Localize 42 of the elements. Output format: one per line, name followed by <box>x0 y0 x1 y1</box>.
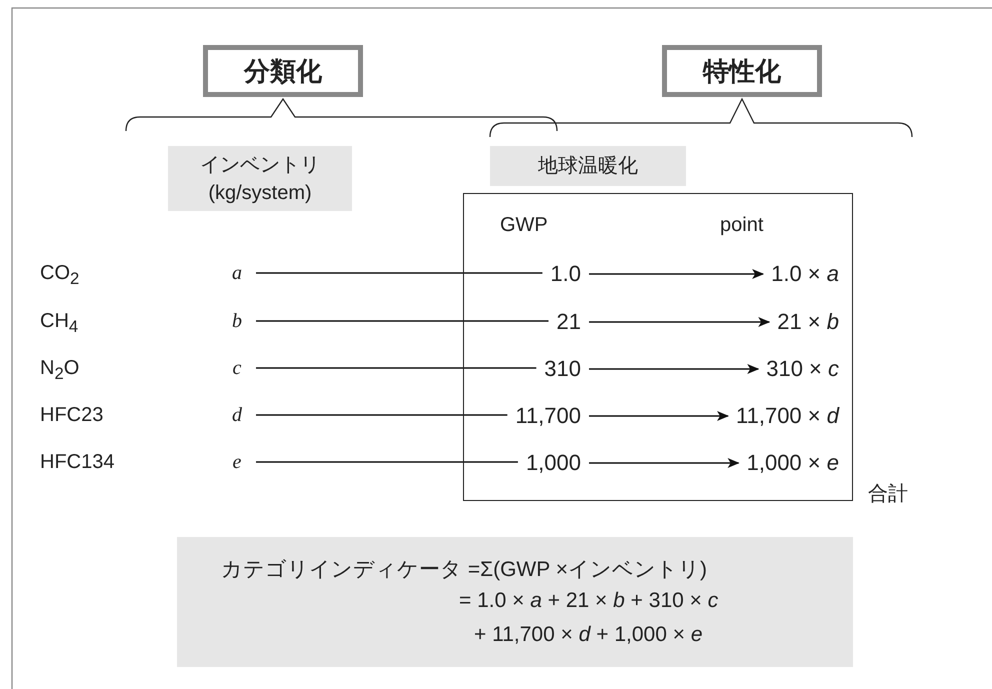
point-value: 21 × b <box>777 308 839 336</box>
gas-name: CH$_{4}$ <box>40 309 78 338</box>
connector-line <box>256 320 549 322</box>
point-value: 1.0 × a <box>771 260 839 288</box>
formula-line: = 1.0 × a + 21 × b + 310 × c <box>459 589 718 613</box>
arrow <box>589 364 760 374</box>
inventory-variable: d <box>226 401 248 429</box>
connector-line <box>256 461 518 463</box>
point-value: 1,000 × e <box>746 449 839 477</box>
formula-box <box>177 537 853 667</box>
arrow <box>589 317 770 327</box>
arrow <box>589 458 740 468</box>
gwp-value: 11,700 <box>515 402 581 430</box>
category-box: 特性化 <box>662 45 822 97</box>
gas-name: CO$_{2}$ <box>40 261 80 290</box>
inventory-variable: c <box>226 354 248 382</box>
formula-line: カテゴリインディケータ =Σ(GWP ×インベントリ) <box>221 557 707 583</box>
column-header-box: 地球温暖化 <box>490 146 686 186</box>
inventory-variable: e <box>226 448 248 476</box>
formula-line: + 11,700 × d + 1,000 × e <box>474 623 702 647</box>
connector-line <box>256 414 508 416</box>
gwp-value: 1.0 <box>550 260 581 288</box>
category-box: 分類化 <box>203 45 363 97</box>
arrow <box>589 411 730 421</box>
point-value: 11,700 × d <box>736 402 839 430</box>
column-header-box: インベントリ (kg/system) <box>168 146 352 211</box>
total-label: 合計 <box>868 482 908 507</box>
gas-name: N$_{2}$O <box>40 356 80 385</box>
gwp-value: 1,000 <box>526 449 581 477</box>
column-header: point <box>720 214 764 237</box>
inventory-variable: b <box>226 307 248 335</box>
characterization-table-box <box>463 193 853 501</box>
arrow <box>589 269 764 279</box>
column-header: GWP <box>500 214 548 237</box>
gas-name: HFC134 <box>40 450 114 475</box>
connector-line <box>256 367 536 369</box>
gas-name: HFC23 <box>40 403 104 428</box>
gwp-value: 21 <box>556 308 581 336</box>
inventory-variable: a <box>226 259 248 287</box>
gwp-value: 310 <box>544 355 581 383</box>
point-value: 310 × c <box>766 355 839 383</box>
connector-line <box>256 272 542 274</box>
